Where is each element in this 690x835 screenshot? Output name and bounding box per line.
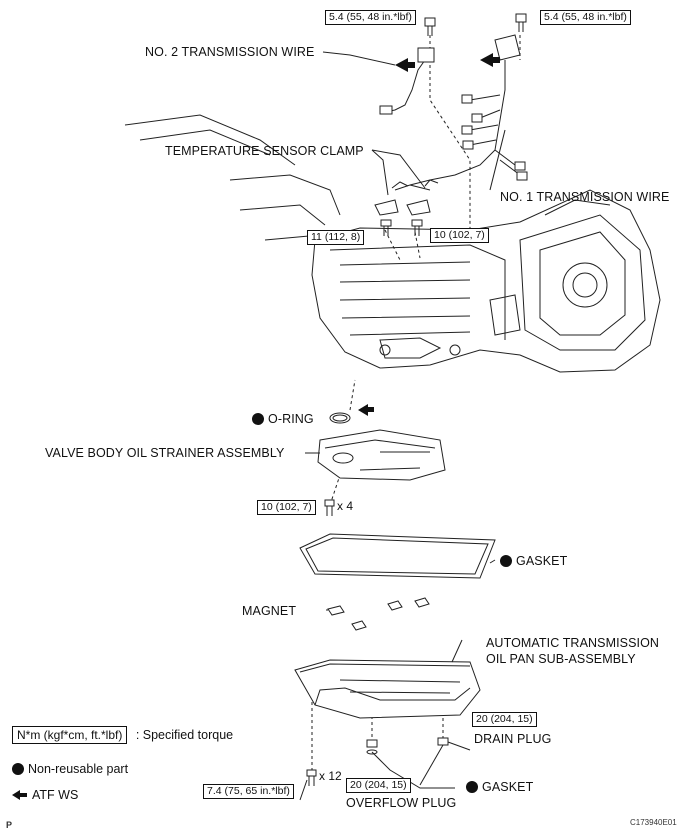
transmission-case [311, 189, 661, 373]
label-oil-pan-line2: OIL PAN SUB-ASSEMBLY [486, 652, 636, 666]
qty-pan-bolts: x 12 [319, 769, 342, 783]
legend-nonreusable-text: Non-reusable part [28, 762, 129, 776]
nonreusable-dot-icon [252, 413, 264, 425]
legend-torque-text: : Specified torque [135, 728, 234, 742]
qty-strainer-bolts: x 4 [337, 499, 354, 513]
temp-clamp-1 [374, 199, 399, 216]
legend-nonreusable-dot-icon [12, 763, 24, 775]
gasket-bottom-text: GASKET [482, 780, 534, 794]
torque-label-drain-plug: 20 (204, 15) [472, 712, 537, 727]
nonreusable-dot-icon [500, 555, 512, 567]
torque-label-strainer-bolt: 10 (102, 7) [257, 500, 316, 515]
nonreusable-dot-icon [466, 781, 478, 793]
o-ring-text: O-RING [268, 412, 314, 426]
no2-wire-harness [384, 59, 426, 113]
oil-pan [294, 659, 481, 719]
torque-label-clamp-bolt-right: 10 (102, 7) [430, 228, 489, 243]
torque-label-overflow-plug: 20 (204, 15) [346, 778, 411, 793]
label-no2-transmission-wire: NO. 2 TRANSMISSION WIRE [145, 45, 315, 59]
label-o-ring: O-RING [252, 412, 314, 426]
torque-label-pan-bolt: 7.4 (75, 65 in.*lbf) [203, 784, 294, 799]
torque-label-wire1-bolt: 5.4 (55, 48 in.*lbf) [540, 10, 631, 25]
bolt-top-right [515, 13, 527, 32]
label-overflow-plug: OVERFLOW PLUG [346, 796, 457, 810]
bolt-top-left [424, 17, 436, 36]
temp-clamp-2 [406, 199, 431, 216]
legend: N*m (kgf*cm, ft.*lbf) : Specified torque… [12, 726, 233, 802]
torque-label-wire2-bolt: 5.4 (55, 48 in.*lbf) [325, 10, 416, 25]
label-magnet: MAGNET [242, 604, 297, 618]
label-no1-transmission-wire: NO. 1 TRANSMISSION WIRE [500, 190, 670, 204]
label-gasket-top: GASKET [500, 554, 567, 568]
magnet-3 [414, 597, 430, 608]
magnet-1 [327, 605, 345, 616]
label-temperature-sensor-clamp: TEMPERATURE SENSOR CLAMP [165, 144, 364, 158]
label-oil-pan-line1: AUTOMATIC TRANSMISSION [486, 636, 660, 650]
no1-wire-harness [409, 60, 506, 186]
corner-letter: P [6, 820, 13, 830]
body-outline [124, 114, 296, 166]
o-ring [329, 412, 351, 424]
label-valve-body-oil-strainer: VALVE BODY OIL STRAINER ASSEMBLY [45, 446, 285, 460]
torque-label-clamp-bolt-left: 11 (112, 8) [307, 230, 365, 245]
legend-atf-text: ATF WS [32, 788, 79, 802]
magnet-4 [351, 620, 367, 631]
pan-gasket [299, 533, 496, 579]
gasket-top-text: GASKET [516, 554, 568, 568]
figure-code: C173940E01 [630, 818, 677, 827]
legend-atf-arrow-icon [12, 790, 27, 800]
legend-torque-box: N*m (kgf*cm, ft.*lbf) [12, 726, 128, 744]
label-drain-plug: DRAIN PLUG [474, 732, 552, 746]
label-gasket-bottom: GASKET [466, 780, 533, 794]
magnet-2 [387, 600, 403, 611]
oil-strainer [317, 429, 446, 481]
